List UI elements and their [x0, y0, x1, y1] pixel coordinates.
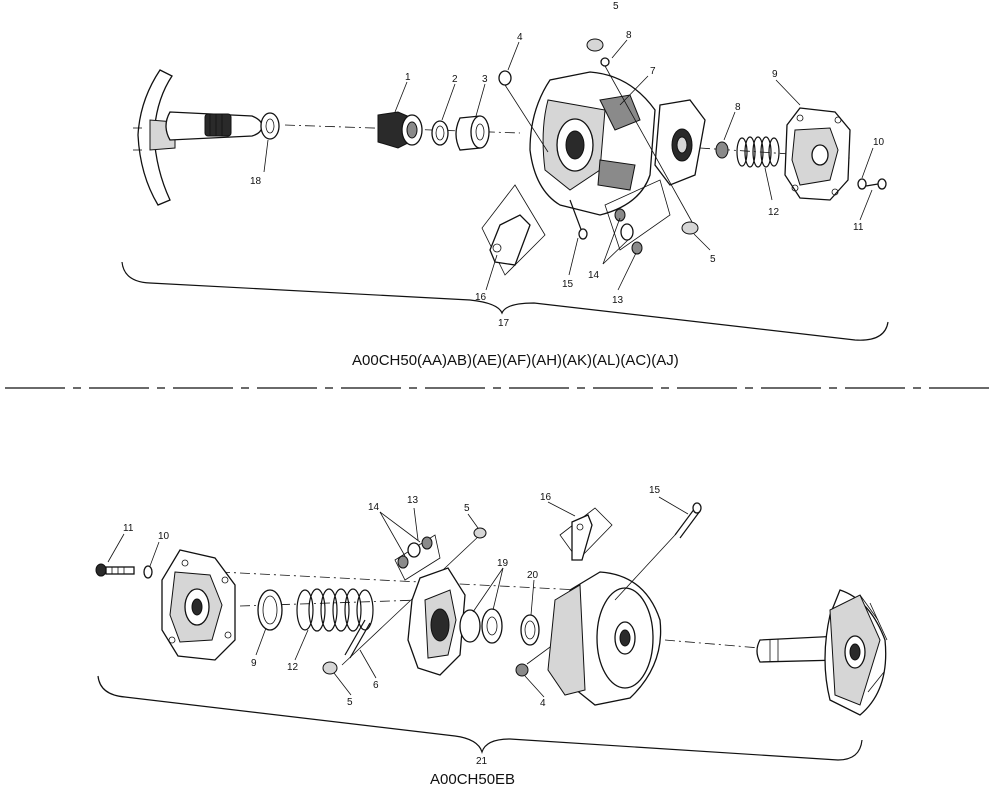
upper-pin-8-top [600, 57, 610, 67]
upper-leader-lines [263, 39, 874, 291]
lower-cover [161, 549, 236, 661]
lower-weight-16 [559, 507, 613, 561]
lower-moveable-sheave [547, 571, 662, 706]
upper-callout-3: 3 [482, 74, 488, 85]
upper-callout-10: 10 [873, 137, 885, 148]
upper-o-ring-2 [431, 120, 449, 146]
upper-callout-18: 18 [250, 176, 262, 187]
upper-callout-5-bottom: 5 [710, 254, 716, 265]
upper-callout-1: 1 [405, 72, 411, 83]
lower-callout-6: 6 [373, 680, 379, 691]
upper-callout-17: 17 [498, 318, 510, 329]
lower-callout-21: 21 [476, 756, 488, 767]
lower-callout-9: 9 [251, 658, 257, 669]
upper-clutch-nut-1 [377, 111, 423, 149]
lower-callout-20: 20 [527, 570, 539, 581]
upper-callout-15: 15 [562, 279, 574, 290]
upper-cover-9 [784, 107, 851, 201]
upper-washer-18 [260, 112, 280, 140]
upper-button-5-bottom [681, 221, 699, 235]
upper-weight-16 [481, 184, 546, 276]
lower-callout-10: 10 [158, 531, 170, 542]
lower-rollers-13-14 [394, 534, 441, 581]
lower-nut-4 [515, 663, 529, 677]
lower-callout-4: 4 [540, 698, 546, 709]
upper-callout-8-top: 8 [626, 30, 632, 41]
lower-callouts: 11 10 14 13 5 16 15 19 20 9 12 6 5 4 21 … [123, 485, 661, 786]
upper-callout-13: 13 [612, 295, 624, 306]
upper-callout-5-top: 5 [613, 1, 619, 12]
lower-spring-12 [296, 588, 374, 632]
lower-callout-5-bottom: 5 [347, 697, 353, 708]
upper-callout-8-right: 8 [735, 102, 741, 113]
upper-spider-7 [654, 99, 706, 186]
upper-model-label: A00CH50(AA)AB)(AE)(AF)(AH)(AK)(AL)(AC)(A… [352, 352, 679, 369]
lower-bolt-11 [95, 563, 135, 577]
lower-callout-13: 13 [407, 495, 419, 506]
lower-pin-6 [344, 619, 371, 659]
upper-bolt-11 [865, 178, 887, 190]
upper-roller-13-14 [604, 179, 671, 255]
lower-callout-19: 19 [497, 558, 509, 569]
lower-model-label: A00CH50EB [430, 771, 515, 786]
lower-assembly-bracket [97, 675, 863, 761]
lower-button-5-top [473, 527, 487, 539]
upper-nut-8 [715, 141, 729, 159]
upper-callout-9: 9 [772, 69, 778, 80]
lower-stationary-sheave-shaft [756, 589, 888, 716]
upper-bushing-3 [455, 115, 490, 151]
lower-leader-lines [107, 496, 689, 698]
upper-callout-7: 7 [650, 66, 656, 77]
upper-bolt-15 [569, 199, 588, 240]
lower-assembly [95, 496, 888, 761]
upper-moveable-sheave-shaft [133, 69, 263, 206]
upper-drive-housing [529, 71, 656, 216]
lower-callout-16: 16 [540, 492, 552, 503]
lower-bolt-15 [674, 502, 702, 539]
lower-button-5 [322, 661, 338, 675]
lower-bushings-19 [459, 608, 503, 644]
upper-assembly-bracket [121, 261, 889, 341]
upper-washer-10 [857, 178, 867, 190]
lower-callout-12: 12 [287, 662, 299, 673]
upper-callout-16: 16 [475, 292, 487, 303]
lower-ring-9 [257, 589, 283, 631]
upper-callouts: 1 2 3 4 5 7 8 8 9 10 11 12 13 14 15 16 5… [250, 1, 885, 369]
upper-assembly [121, 38, 889, 341]
upper-button-5-top [586, 38, 604, 52]
upper-callout-4: 4 [517, 32, 523, 43]
upper-nut-4 [498, 70, 512, 86]
upper-spring-12 [736, 136, 780, 168]
upper-callout-2: 2 [452, 74, 458, 85]
lower-callout-5-top: 5 [464, 503, 470, 514]
lower-spider [407, 567, 466, 676]
lower-ring-20 [520, 614, 540, 646]
lower-washer-10 [143, 565, 153, 579]
lower-callout-11: 11 [123, 523, 134, 534]
upper-callout-11: 11 [853, 222, 864, 233]
lower-callout-15: 15 [649, 485, 661, 496]
upper-callout-12: 12 [768, 207, 780, 218]
upper-callout-14: 14 [588, 270, 600, 281]
lower-callout-14: 14 [368, 502, 380, 513]
